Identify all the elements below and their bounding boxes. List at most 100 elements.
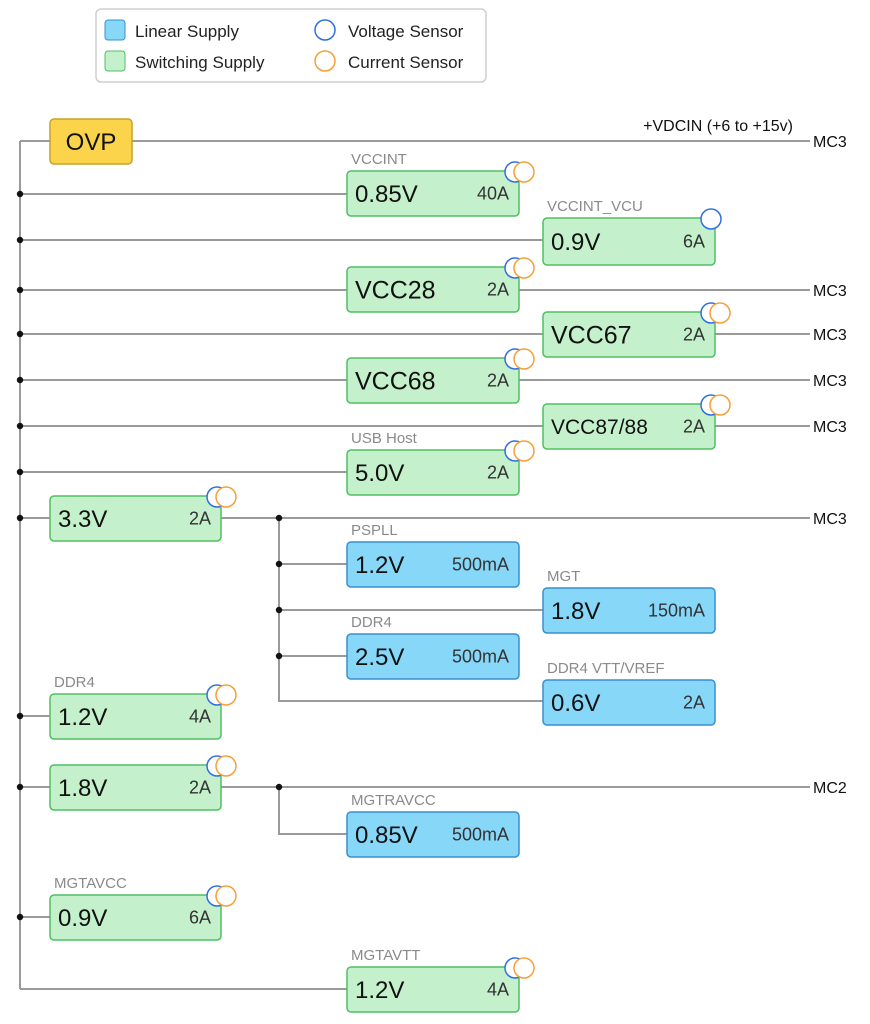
junction-dot xyxy=(16,286,24,294)
legend-linear-swatch xyxy=(104,19,126,41)
legend-linear-label: Linear Supply xyxy=(135,22,239,41)
destination-label: MC3 xyxy=(813,327,847,344)
junction-dot xyxy=(16,468,24,476)
supply-box xyxy=(49,495,222,542)
supply-box xyxy=(542,217,716,266)
supply-current: 2A xyxy=(683,693,705,713)
supply-box xyxy=(346,811,520,858)
supply-current: 2A xyxy=(683,325,705,345)
supply-box xyxy=(49,693,222,740)
destination-label: MC2 xyxy=(813,780,847,797)
legend-switching-label: Switching Supply xyxy=(135,53,265,72)
legend-frame xyxy=(95,8,487,83)
supply-voltage: 1.8V xyxy=(551,598,600,625)
supply-label: DDR4 xyxy=(351,614,392,631)
supply-voltage: VCC68 xyxy=(355,368,436,396)
supply-box xyxy=(346,170,520,217)
junction-dot xyxy=(16,236,24,244)
supply-box xyxy=(49,764,222,811)
supply-current: 500mA xyxy=(452,647,509,667)
supply-voltage: 0.9V xyxy=(551,229,600,256)
supply-label: MGTRAVCC xyxy=(351,792,436,809)
junction-dot xyxy=(16,712,24,720)
supply-label: PSPLL xyxy=(351,522,398,539)
supply-current: 2A xyxy=(189,509,211,529)
voltage-sensor-icon xyxy=(314,19,336,41)
legend-switching-swatch xyxy=(104,50,126,72)
supply-current: 2A xyxy=(487,280,509,300)
junction-dot xyxy=(275,783,283,791)
supply-label: MGT xyxy=(547,568,580,585)
supply-label: VCCINT_VCU xyxy=(547,198,643,215)
supply-voltage: 5.0V xyxy=(355,460,404,487)
current-sensor-icon xyxy=(215,684,237,706)
supply-voltage: 0.9V xyxy=(58,905,107,932)
legend-voltage-label: Voltage Sensor xyxy=(348,22,464,41)
supply-box xyxy=(542,587,716,634)
supply-current: 40A xyxy=(477,184,509,204)
destination-label: MC3 xyxy=(813,419,847,436)
ovp-label: OVP xyxy=(66,129,117,156)
supply-vcc68: VCC68 2A MC3 xyxy=(346,348,847,404)
legend-current-label: Current Sensor xyxy=(348,53,464,72)
current-sensor-icon xyxy=(513,348,535,370)
supply-voltage: VCC87/88 xyxy=(551,416,648,439)
supply-box xyxy=(542,311,716,358)
current-sensor-icon xyxy=(513,257,535,279)
supply-mgt: MGT 1.8V 150mA xyxy=(542,568,716,634)
junction-dot xyxy=(275,652,283,660)
supply-label: VCCINT xyxy=(351,151,407,168)
supply-vccint: VCCINT 0.85V 40A xyxy=(346,151,535,217)
supply-label: DDR4 VTT/VREF xyxy=(547,660,665,677)
supply-voltage: 1.2V xyxy=(355,552,404,579)
junction-dot xyxy=(16,783,24,791)
destination-label: MC3 xyxy=(813,373,847,390)
wiring xyxy=(19,140,810,990)
current-sensor-icon xyxy=(709,394,731,416)
supply-box xyxy=(346,633,520,680)
junction-dot xyxy=(16,514,24,522)
supply-ddr4-2v5: DDR4 2.5V 500mA xyxy=(346,614,520,680)
current-sensor-icon xyxy=(215,486,237,508)
supply-rail-1v8: 1.8V 2A MC2 xyxy=(49,755,847,811)
supply-voltage: VCC28 xyxy=(355,277,436,305)
supply-current: 2A xyxy=(683,417,705,437)
junction-dot xyxy=(16,422,24,430)
supply-blocks: VCCINT 0.85V 40A VCCINT_VCU 0.9V 6A VCC28 2A MC3… xyxy=(49,151,847,1013)
supply-box xyxy=(346,357,520,404)
sub-bus-wire xyxy=(278,518,543,702)
junctions xyxy=(16,190,283,921)
supply-current: 2A xyxy=(189,778,211,798)
supply-box xyxy=(346,541,520,588)
supply-label: MGTAVTT xyxy=(351,947,420,964)
supply-current: 4A xyxy=(189,707,211,727)
supply-voltage: 1.2V xyxy=(355,977,404,1004)
voltage-sensor-icon xyxy=(700,208,722,230)
current-sensor-icon xyxy=(314,50,336,72)
supply-current: 500mA xyxy=(452,825,509,845)
junction-dot xyxy=(16,376,24,384)
legend: Linear Supply Switching Supply Voltage S… xyxy=(95,8,487,83)
supply-psplL: PSPLL 1.2V 500mA xyxy=(346,522,520,588)
current-sensor-icon xyxy=(513,957,535,979)
supply-voltage: 1.8V xyxy=(58,775,107,802)
supply-voltage: 2.5V xyxy=(355,644,404,671)
supply-box xyxy=(542,679,716,726)
junction-dot xyxy=(275,560,283,568)
supply-voltage: 0.85V xyxy=(355,181,418,208)
supply-current: 2A xyxy=(487,371,509,391)
supply-current: 500mA xyxy=(452,555,509,575)
sub-bus-wire xyxy=(278,787,347,835)
vdcin-label: +VDCIN (+6 to +15v) xyxy=(643,118,793,135)
junction-dot xyxy=(16,913,24,921)
supply-current: 6A xyxy=(683,232,705,252)
supply-current: 4A xyxy=(487,980,509,1000)
supply-current: 150mA xyxy=(648,601,705,621)
